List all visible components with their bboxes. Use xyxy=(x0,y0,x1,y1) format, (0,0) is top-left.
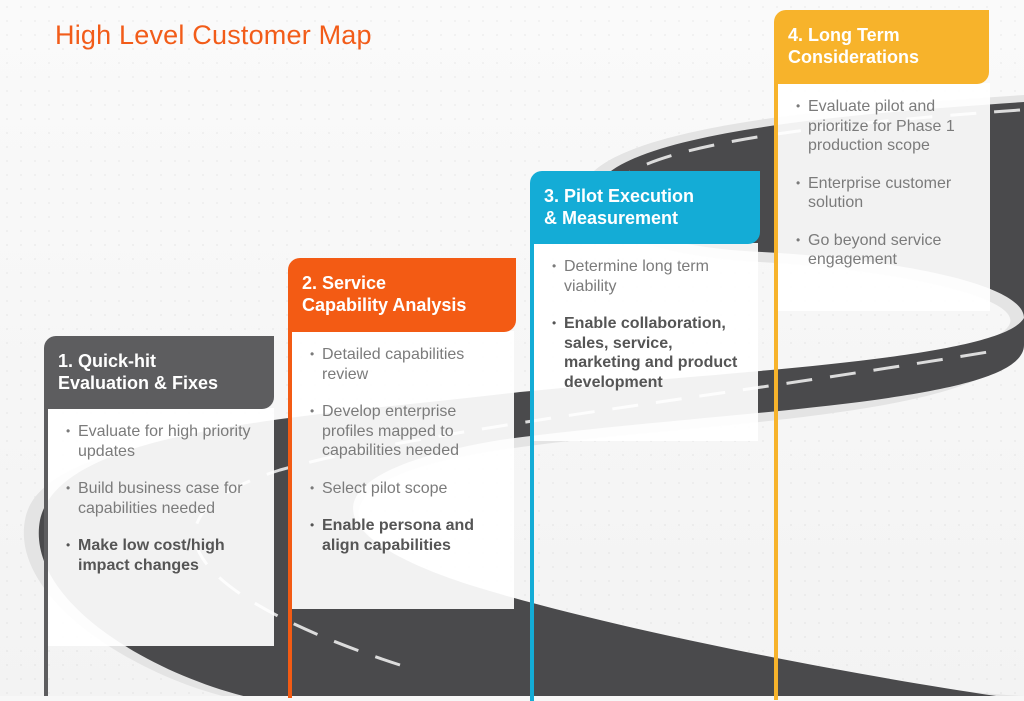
stage-3-body: Determine long term viability Enable col… xyxy=(534,243,758,441)
stage-4-item: Evaluate pilot and prioritize for Phase … xyxy=(796,97,980,156)
stage-3-item: Determine long term viability xyxy=(552,257,748,296)
stage-2-list: Detailed capabilities review Develop ent… xyxy=(310,345,504,555)
stage-2-item: Detailed capabilities review xyxy=(310,345,504,384)
stage-4-title-line: Considerations xyxy=(788,47,920,67)
stage-2-item: Enable persona and align capabilities xyxy=(310,516,504,555)
stage-1-header: 1. Quick-hit Evaluation & Fixes xyxy=(44,336,274,409)
stage-2-body: Detailed capabilities review Develop ent… xyxy=(292,331,514,609)
stage-1-title-line: Evaluation & Fixes xyxy=(58,373,219,393)
stage-3-list: Determine long term viability Enable col… xyxy=(552,257,748,392)
stage-1-item: Make low cost/high impact changes xyxy=(66,536,264,575)
stage-1-pole xyxy=(44,396,48,696)
stage-4-list: Evaluate pilot and prioritize for Phase … xyxy=(796,97,980,270)
stage-2-header: 2. Service Capability Analysis xyxy=(288,258,516,332)
page-title: High Level Customer Map xyxy=(55,20,372,50)
stage-2-title-line: 2. Service xyxy=(302,273,387,293)
stage-3-title-line: 3. Pilot Execution xyxy=(544,186,695,206)
stage-2-item: Develop enterprise profiles mapped to ca… xyxy=(310,402,504,461)
stage-3-pole xyxy=(530,231,534,701)
stage-4-item: Enterprise customer solution xyxy=(796,174,980,213)
stage-3-header: 3. Pilot Execution & Measurement xyxy=(530,171,760,244)
stage-1-item: Build business case for capabilities nee… xyxy=(66,479,264,518)
stage-1-list: Evaluate for high priority updates Build… xyxy=(66,422,264,575)
stage-4-item: Go beyond service engagement xyxy=(796,231,980,270)
stage-3-item: Enable collaboration, sales, service, ma… xyxy=(552,314,748,392)
stage-2-pole xyxy=(288,318,292,698)
stage-1-title-line: 1. Quick-hit xyxy=(58,351,157,371)
stage-4-body: Evaluate pilot and prioritize for Phase … xyxy=(778,83,990,311)
stage-4-header: 4. Long Term Considerations xyxy=(774,10,989,84)
stage-1-item: Evaluate for high priority updates xyxy=(66,422,264,461)
stage-3-title-line: & Measurement xyxy=(544,208,679,228)
stage-2-item: Select pilot scope xyxy=(310,479,504,499)
stage-4-pole xyxy=(774,70,778,700)
stage-2-title-line: Capability Analysis xyxy=(302,295,467,315)
stage-4-title-line: 4. Long Term xyxy=(788,25,900,45)
stage-1-body: Evaluate for high priority updates Build… xyxy=(48,408,274,646)
